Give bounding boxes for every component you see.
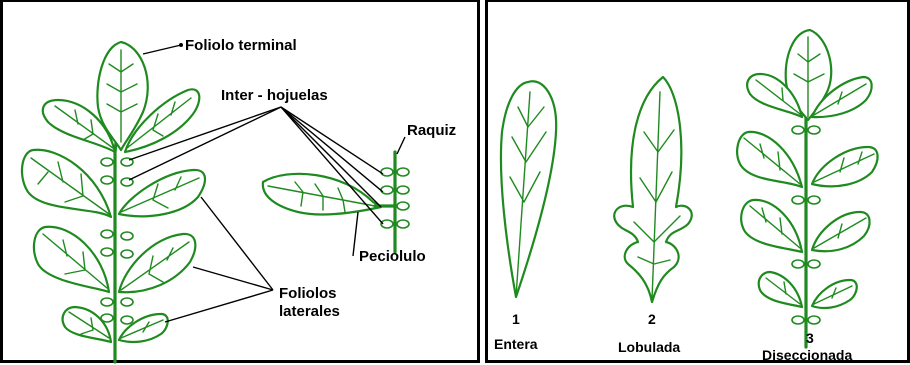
label-petiolule: Peciolulo (359, 248, 426, 265)
type-1-name: Entera (494, 336, 538, 352)
detail-leaflet (263, 152, 409, 252)
label-lateral-leaflets-line1: Foliolos (279, 285, 337, 302)
leaf-entire (501, 81, 556, 297)
type-3-number: 3 (806, 330, 814, 346)
label-rachis: Raquiz (407, 122, 456, 139)
label-lateral-leaflets-line2: laterales (279, 303, 340, 320)
label-terminal-leaflet: Foliolo terminal (185, 37, 297, 54)
lateral-leaflet-middle-right (119, 170, 205, 216)
compound-leaf-anatomy-panel: Foliolo terminal Inter - hojuelas Raquiz… (0, 0, 480, 363)
type-3-name: Diseccionada (762, 347, 852, 363)
type-2-name: Lobulada (618, 339, 680, 355)
leaf-types-drawing: 1 Entera 2 Lobulada 3 Diseccionada (488, 2, 910, 365)
compound-leaf (22, 42, 205, 362)
type-2-number: 2 (648, 311, 656, 327)
compound-leaf-anatomy-drawing: Foliolo terminal Inter - hojuelas Raquiz… (3, 2, 483, 365)
label-inter-leaflets: Inter - hojuelas (221, 87, 328, 104)
leaf-lobed (614, 77, 692, 302)
inter-leaflet-lobes (101, 158, 133, 324)
leaf-dissected (737, 30, 877, 347)
leaf-types-panel: 1 Entera 2 Lobulada 3 Diseccionada (485, 0, 910, 363)
type-1-number: 1 (512, 311, 520, 327)
